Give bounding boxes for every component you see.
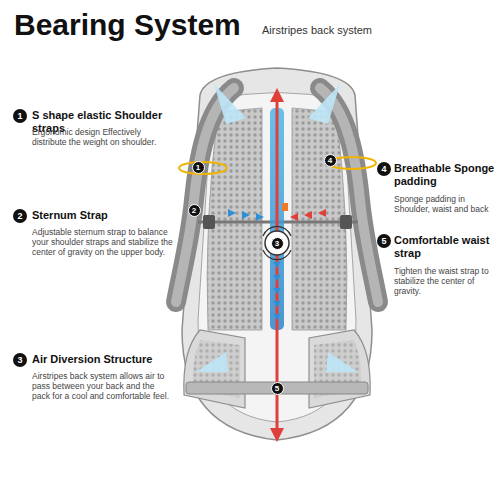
callout-number: 4	[324, 154, 337, 167]
balance-symbol	[265, 231, 289, 255]
mesh-pad	[292, 108, 347, 330]
callout-number: 5	[377, 234, 391, 248]
callout-text: Sponge padding in Shoulder, waist and ba…	[394, 194, 498, 214]
sternum-buckle	[340, 215, 352, 229]
air-glow	[196, 352, 228, 372]
hip-belt-wing	[309, 330, 370, 408]
arrow-head	[270, 428, 284, 442]
subtitle: Airstripes back system	[262, 24, 372, 36]
callout-text: Tighten the waist strap to stabilize the…	[394, 266, 498, 296]
air-flow-triangles	[228, 209, 326, 320]
mesh-pad	[207, 108, 262, 330]
sternum-buckle	[203, 215, 215, 229]
air-glow	[214, 84, 246, 124]
rotation-arc	[263, 250, 291, 260]
callout-number: 4	[377, 162, 391, 176]
hip-belt-wing	[184, 330, 245, 408]
callout-heading: Air Diversion Structure	[32, 353, 182, 366]
callout-number: 2	[13, 209, 27, 223]
arrow-head	[270, 88, 284, 102]
air-glow	[326, 352, 358, 372]
callout-number: 1	[192, 161, 205, 174]
callout-heading: Breathable Sponge padding	[394, 162, 498, 188]
callout-number: 5	[271, 382, 284, 395]
rotation-arc	[263, 226, 291, 236]
callout-heading: Comfortable waist strap	[394, 234, 498, 260]
callout-heading: Sternum Strap	[32, 209, 182, 222]
callout-number: 2	[188, 204, 201, 217]
callout-number: 1	[13, 109, 27, 123]
callout-text: Ergonomic design Effectively distribute …	[32, 127, 172, 147]
callout-number: 3	[271, 237, 284, 250]
title: Bearing System	[14, 8, 241, 42]
callout-text: Airstripes back system allows air to pas…	[32, 371, 172, 401]
logo-tag	[282, 203, 288, 211]
callout-number: 3	[13, 353, 27, 367]
callout-text: Adjustable sternum strap to balance your…	[32, 227, 177, 257]
air-glow	[308, 84, 340, 124]
waist-strap	[186, 382, 368, 394]
